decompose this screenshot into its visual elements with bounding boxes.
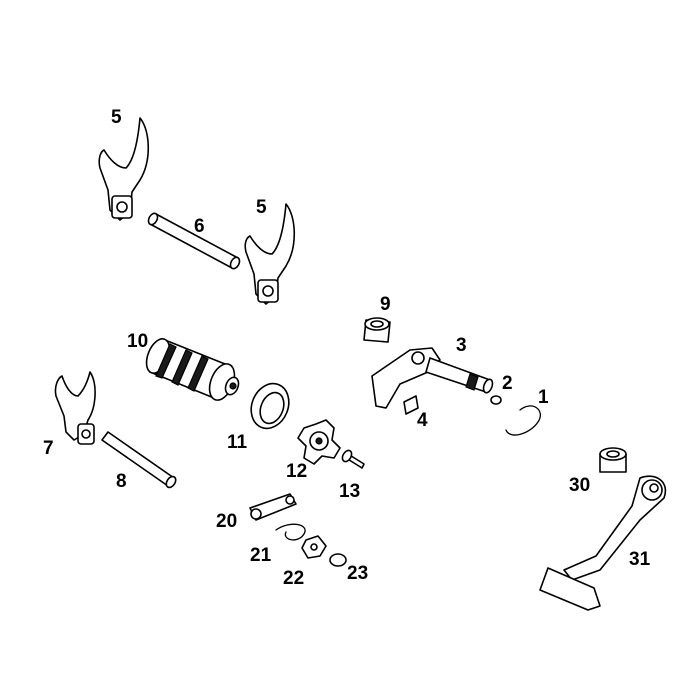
callout-3: 3 <box>456 335 467 356</box>
callout-10: 10 <box>127 331 148 352</box>
callout-2: 2 <box>502 373 513 394</box>
callout-31: 31 <box>629 549 651 570</box>
circlip <box>505 405 541 436</box>
callout-6: 6 <box>194 216 205 237</box>
shift-lever-bushing <box>599 447 627 473</box>
callout-22: 22 <box>283 568 304 589</box>
gear-shift-lever <box>539 475 667 611</box>
shift-drum <box>145 338 240 401</box>
retaining-clip <box>329 553 347 567</box>
lever-return-spring <box>275 523 306 541</box>
shift-fork-lower <box>54 371 96 445</box>
star-wheel-screw <box>341 449 365 469</box>
callout-9: 9 <box>380 294 391 315</box>
shift-shaft-bushing <box>363 317 391 343</box>
shift-fork-shaft-lower <box>101 431 177 489</box>
shift-shaft-spring <box>403 395 419 415</box>
callout-5-middle: 5 <box>256 197 267 218</box>
callout-13: 13 <box>339 481 360 502</box>
shift-lever-plate <box>249 493 297 521</box>
callout-7: 7 <box>43 438 54 459</box>
callout-11: 11 <box>227 432 248 453</box>
drum-bearing <box>250 382 290 430</box>
callout-8: 8 <box>116 471 127 492</box>
callout-23: 23 <box>347 563 368 584</box>
shift-fork-shaft-upper <box>147 212 241 270</box>
callout-5-upper: 5 <box>111 107 122 128</box>
hex-nut <box>301 535 327 559</box>
shift-shaft <box>371 347 494 409</box>
callout-20: 20 <box>216 511 237 532</box>
callout-4: 4 <box>417 410 428 431</box>
callout-30: 30 <box>569 475 590 496</box>
callout-12: 12 <box>286 461 307 482</box>
shift-fork-middle <box>244 203 296 305</box>
shift-shaft-washer <box>490 395 502 405</box>
shift-fork-upper <box>98 117 150 221</box>
shift-star-wheel <box>297 419 341 465</box>
callout-21: 21 <box>250 545 272 566</box>
callout-1: 1 <box>538 387 549 408</box>
